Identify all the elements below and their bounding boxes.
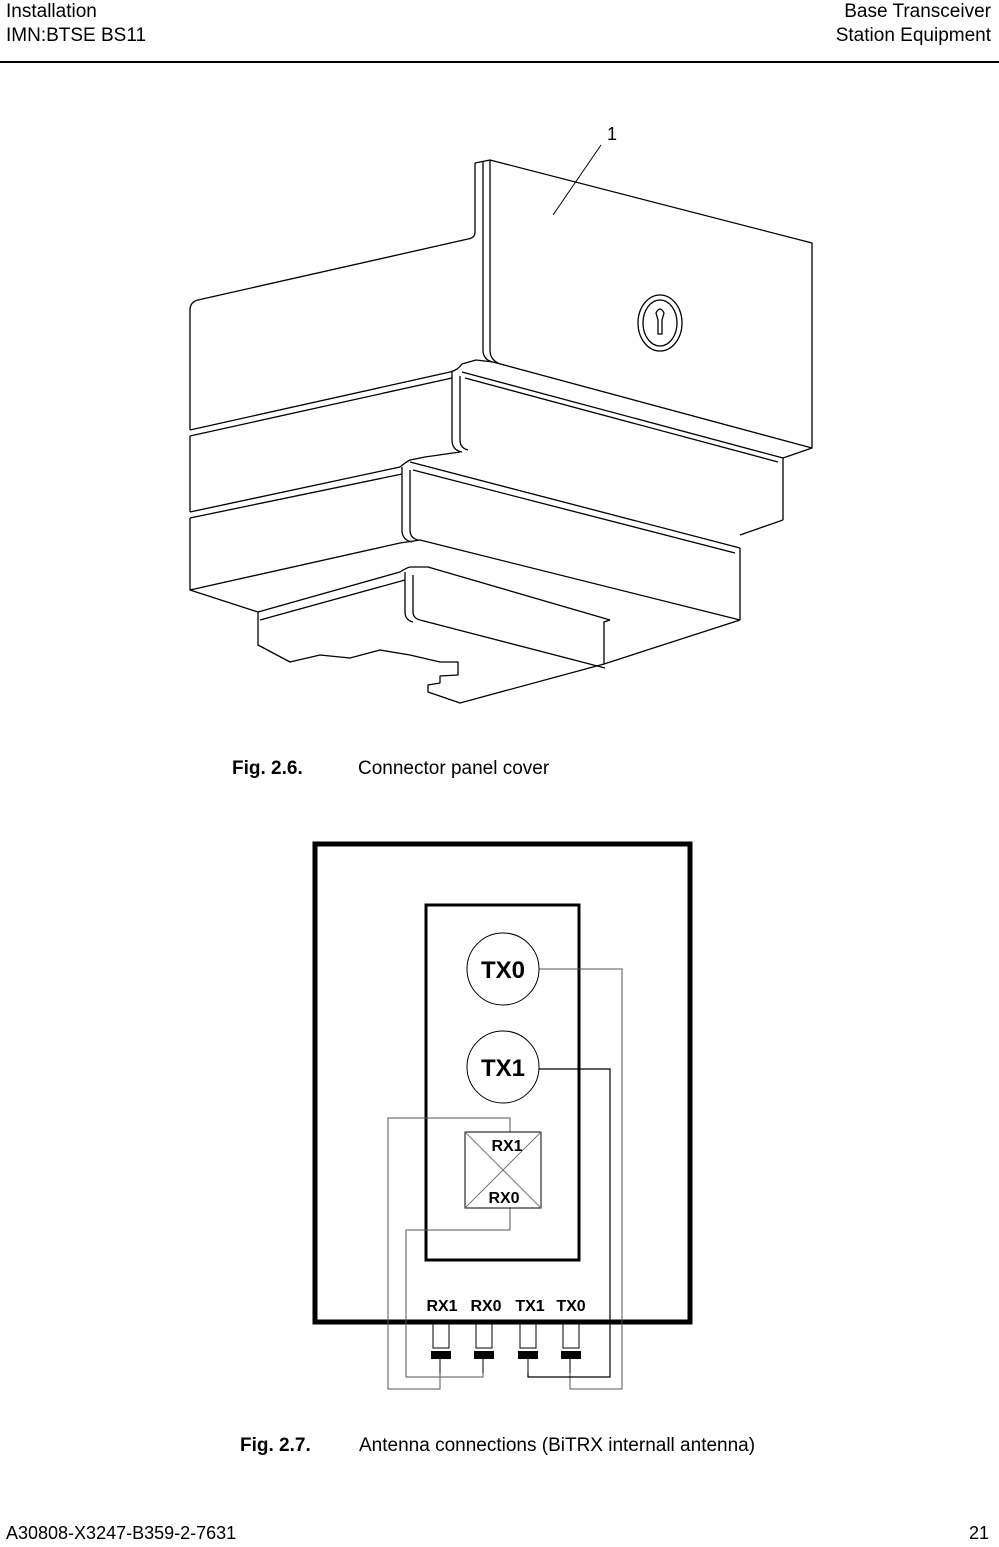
- header-left: Installation IMN:BTSE BS11: [6, 0, 146, 48]
- tx0-label: TX0: [481, 957, 525, 984]
- connector-rx1: [432, 1323, 450, 1349]
- header-doc-id: IMN:BTSE BS11: [6, 25, 147, 46]
- footer-page-number: 21: [968, 1523, 989, 1543]
- tx0-port: [466, 932, 540, 1006]
- connector-label-tx1: TX1: [515, 1298, 544, 1315]
- caption-number: Fig. 2.7.: [240, 1435, 311, 1456]
- figure-caption-2-6: Fig. 2.6. Connector panel cover: [232, 758, 549, 780]
- header-title-line2: Station Equipment: [835, 25, 991, 46]
- header-rule: [0, 61, 999, 63]
- caption-text: Antenna connections (BiTRX internall ant…: [359, 1435, 756, 1456]
- wire-tx1: [527, 1068, 611, 1378]
- connector-rx0: [475, 1323, 493, 1349]
- wire-rx1: [387, 1117, 511, 1390]
- header-section-title: Installation: [6, 1, 97, 22]
- tx1-label: TX1: [481, 1055, 525, 1082]
- caption-number: Fig. 2.6.: [232, 758, 303, 779]
- connector-panel-cover-drawing: 1: [189, 124, 813, 704]
- header-title-line1: Base Transceiver: [844, 1, 991, 22]
- wire-rx0: [405, 1208, 511, 1378]
- connector-label-rx0: RX0: [470, 1298, 501, 1315]
- connector-label-tx0: TX0: [556, 1298, 585, 1315]
- antenna-connectors: [431, 1323, 581, 1359]
- rx1-port-label: RX1: [491, 1138, 522, 1155]
- footer-doc-number: A30808-X3247-B359-2-7631: [6, 1523, 237, 1543]
- rx0-port-label: RX0: [488, 1190, 519, 1207]
- figure-caption-2-7: Fig. 2.7. Antenna connections (BiTRX int…: [240, 1435, 755, 1457]
- connector-label-rx1: RX1: [426, 1298, 457, 1315]
- caption-text: Connector panel cover: [358, 758, 550, 779]
- outer-frame: [312, 841, 693, 1325]
- tx1-port: [466, 1030, 540, 1104]
- callout-number: 1: [607, 124, 617, 144]
- connector-tx1: [519, 1323, 537, 1349]
- antenna-connections-diagram: TX0 TX1 RX1 RX0 RX1 RX0 TX1 TX0: [312, 841, 693, 1390]
- connector-tx0: [562, 1323, 580, 1349]
- bitrx-module-box: [424, 903, 581, 1262]
- wire-tx0: [538, 968, 623, 1390]
- header-right: Base Transceiver Station Equipment: [836, 0, 991, 48]
